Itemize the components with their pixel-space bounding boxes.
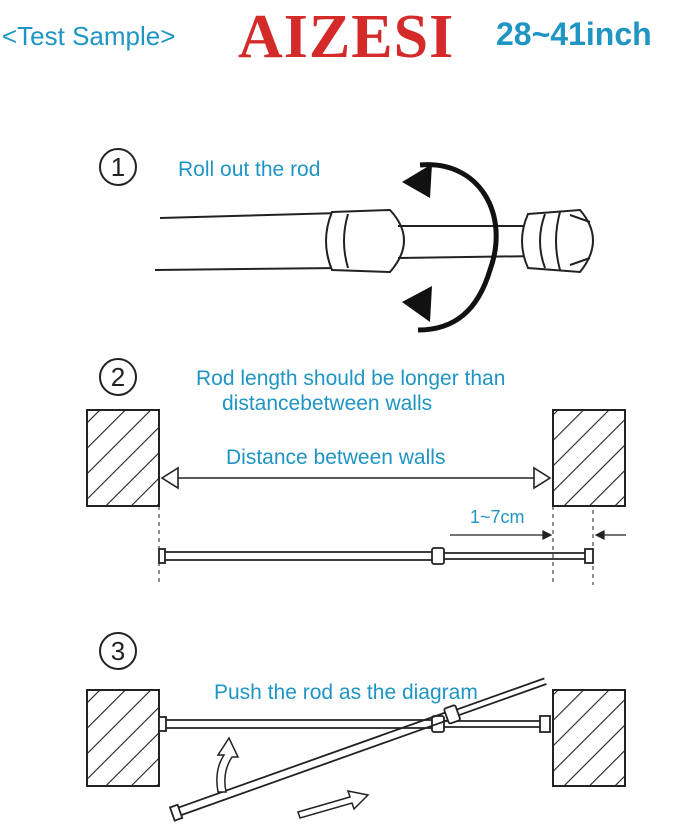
step-2-number: 2 — [99, 358, 137, 396]
guide-lines — [158, 506, 594, 585]
distance-arrow — [160, 466, 552, 490]
gap-range-label: 1~7cm — [470, 507, 525, 527]
push-arrow-icon — [297, 790, 370, 819]
rotation-arrow-icon — [402, 162, 499, 333]
test-sample-label: <Test Sample> — [2, 21, 176, 51]
distance-between-walls-label: Distance between walls — [226, 446, 446, 469]
step-2-instruction-line1: Rod length should be longer than — [196, 367, 506, 390]
step-3-instruction: Push the rod as the diagram — [214, 681, 478, 704]
step-3-number: 3 — [99, 632, 137, 670]
step-1-number: 1 — [99, 148, 137, 186]
step-2-wall-left — [86, 409, 160, 507]
step-1-rod — [154, 208, 594, 274]
step-2-wall-right — [552, 409, 626, 507]
push-up-arrow-icon — [216, 736, 240, 793]
step-3-wall-right — [552, 689, 626, 787]
gap-arrows — [450, 530, 626, 540]
step-3-wall-left — [86, 689, 160, 787]
step-3-rod-installed — [158, 715, 551, 733]
step-2-instruction-line2: distancebetween walls — [222, 392, 433, 415]
brand-logo: AIZESI — [238, 3, 455, 71]
step-2-rod — [158, 547, 594, 565]
step-1-instruction: Roll out the rod — [178, 158, 321, 181]
size-range-label: 28~41inch — [496, 16, 652, 52]
